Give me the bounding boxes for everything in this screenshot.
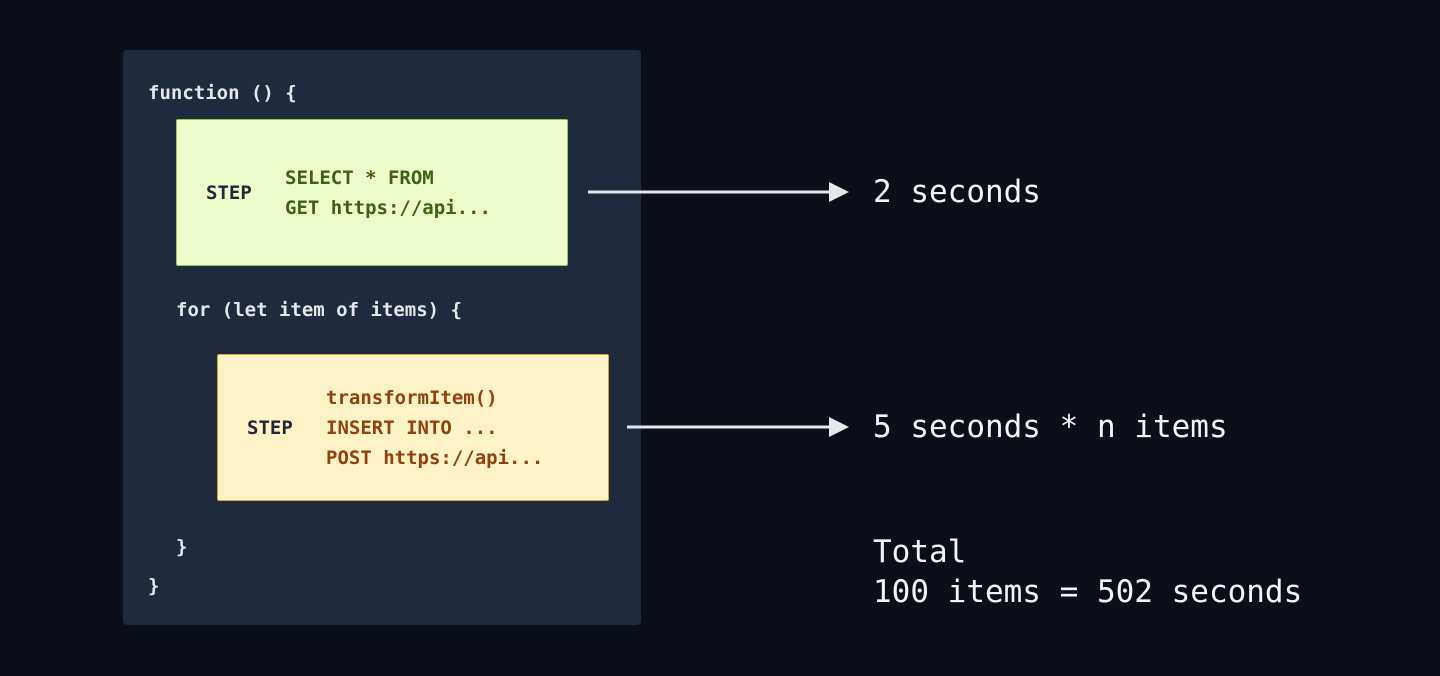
step-code-line: SELECT * FROM — [285, 167, 434, 189]
total-value: 100 items = 502 seconds — [873, 574, 1303, 610]
loop-close-line: } — [176, 536, 188, 558]
step-label: STEP — [206, 182, 252, 204]
step-code-line: GET https://api... — [285, 197, 491, 219]
step-code-line: POST https://api... — [326, 447, 544, 469]
step-box-process: STEP transformItem() INSERT INTO ... POS… — [217, 354, 609, 501]
function-close-line: } — [148, 575, 160, 597]
step-duration-result: 2 seconds — [873, 174, 1041, 210]
step-code-line: INSERT INTO ... — [326, 417, 498, 439]
function-open-line: function () { — [148, 82, 297, 104]
step-label: STEP — [247, 417, 293, 439]
arrow-right-icon — [588, 182, 849, 202]
total-label: Total — [873, 534, 967, 570]
loop-open-line: for (let item of items) { — [176, 299, 462, 321]
arrow-right-icon — [627, 417, 849, 437]
step-duration-result: 5 seconds * n items — [873, 409, 1228, 445]
step-box-fetch: STEP SELECT * FROM GET https://api... — [176, 119, 568, 266]
code-panel: function () { STEP SELECT * FROM GET htt… — [123, 50, 641, 625]
step-code-line: transformItem() — [326, 387, 498, 409]
